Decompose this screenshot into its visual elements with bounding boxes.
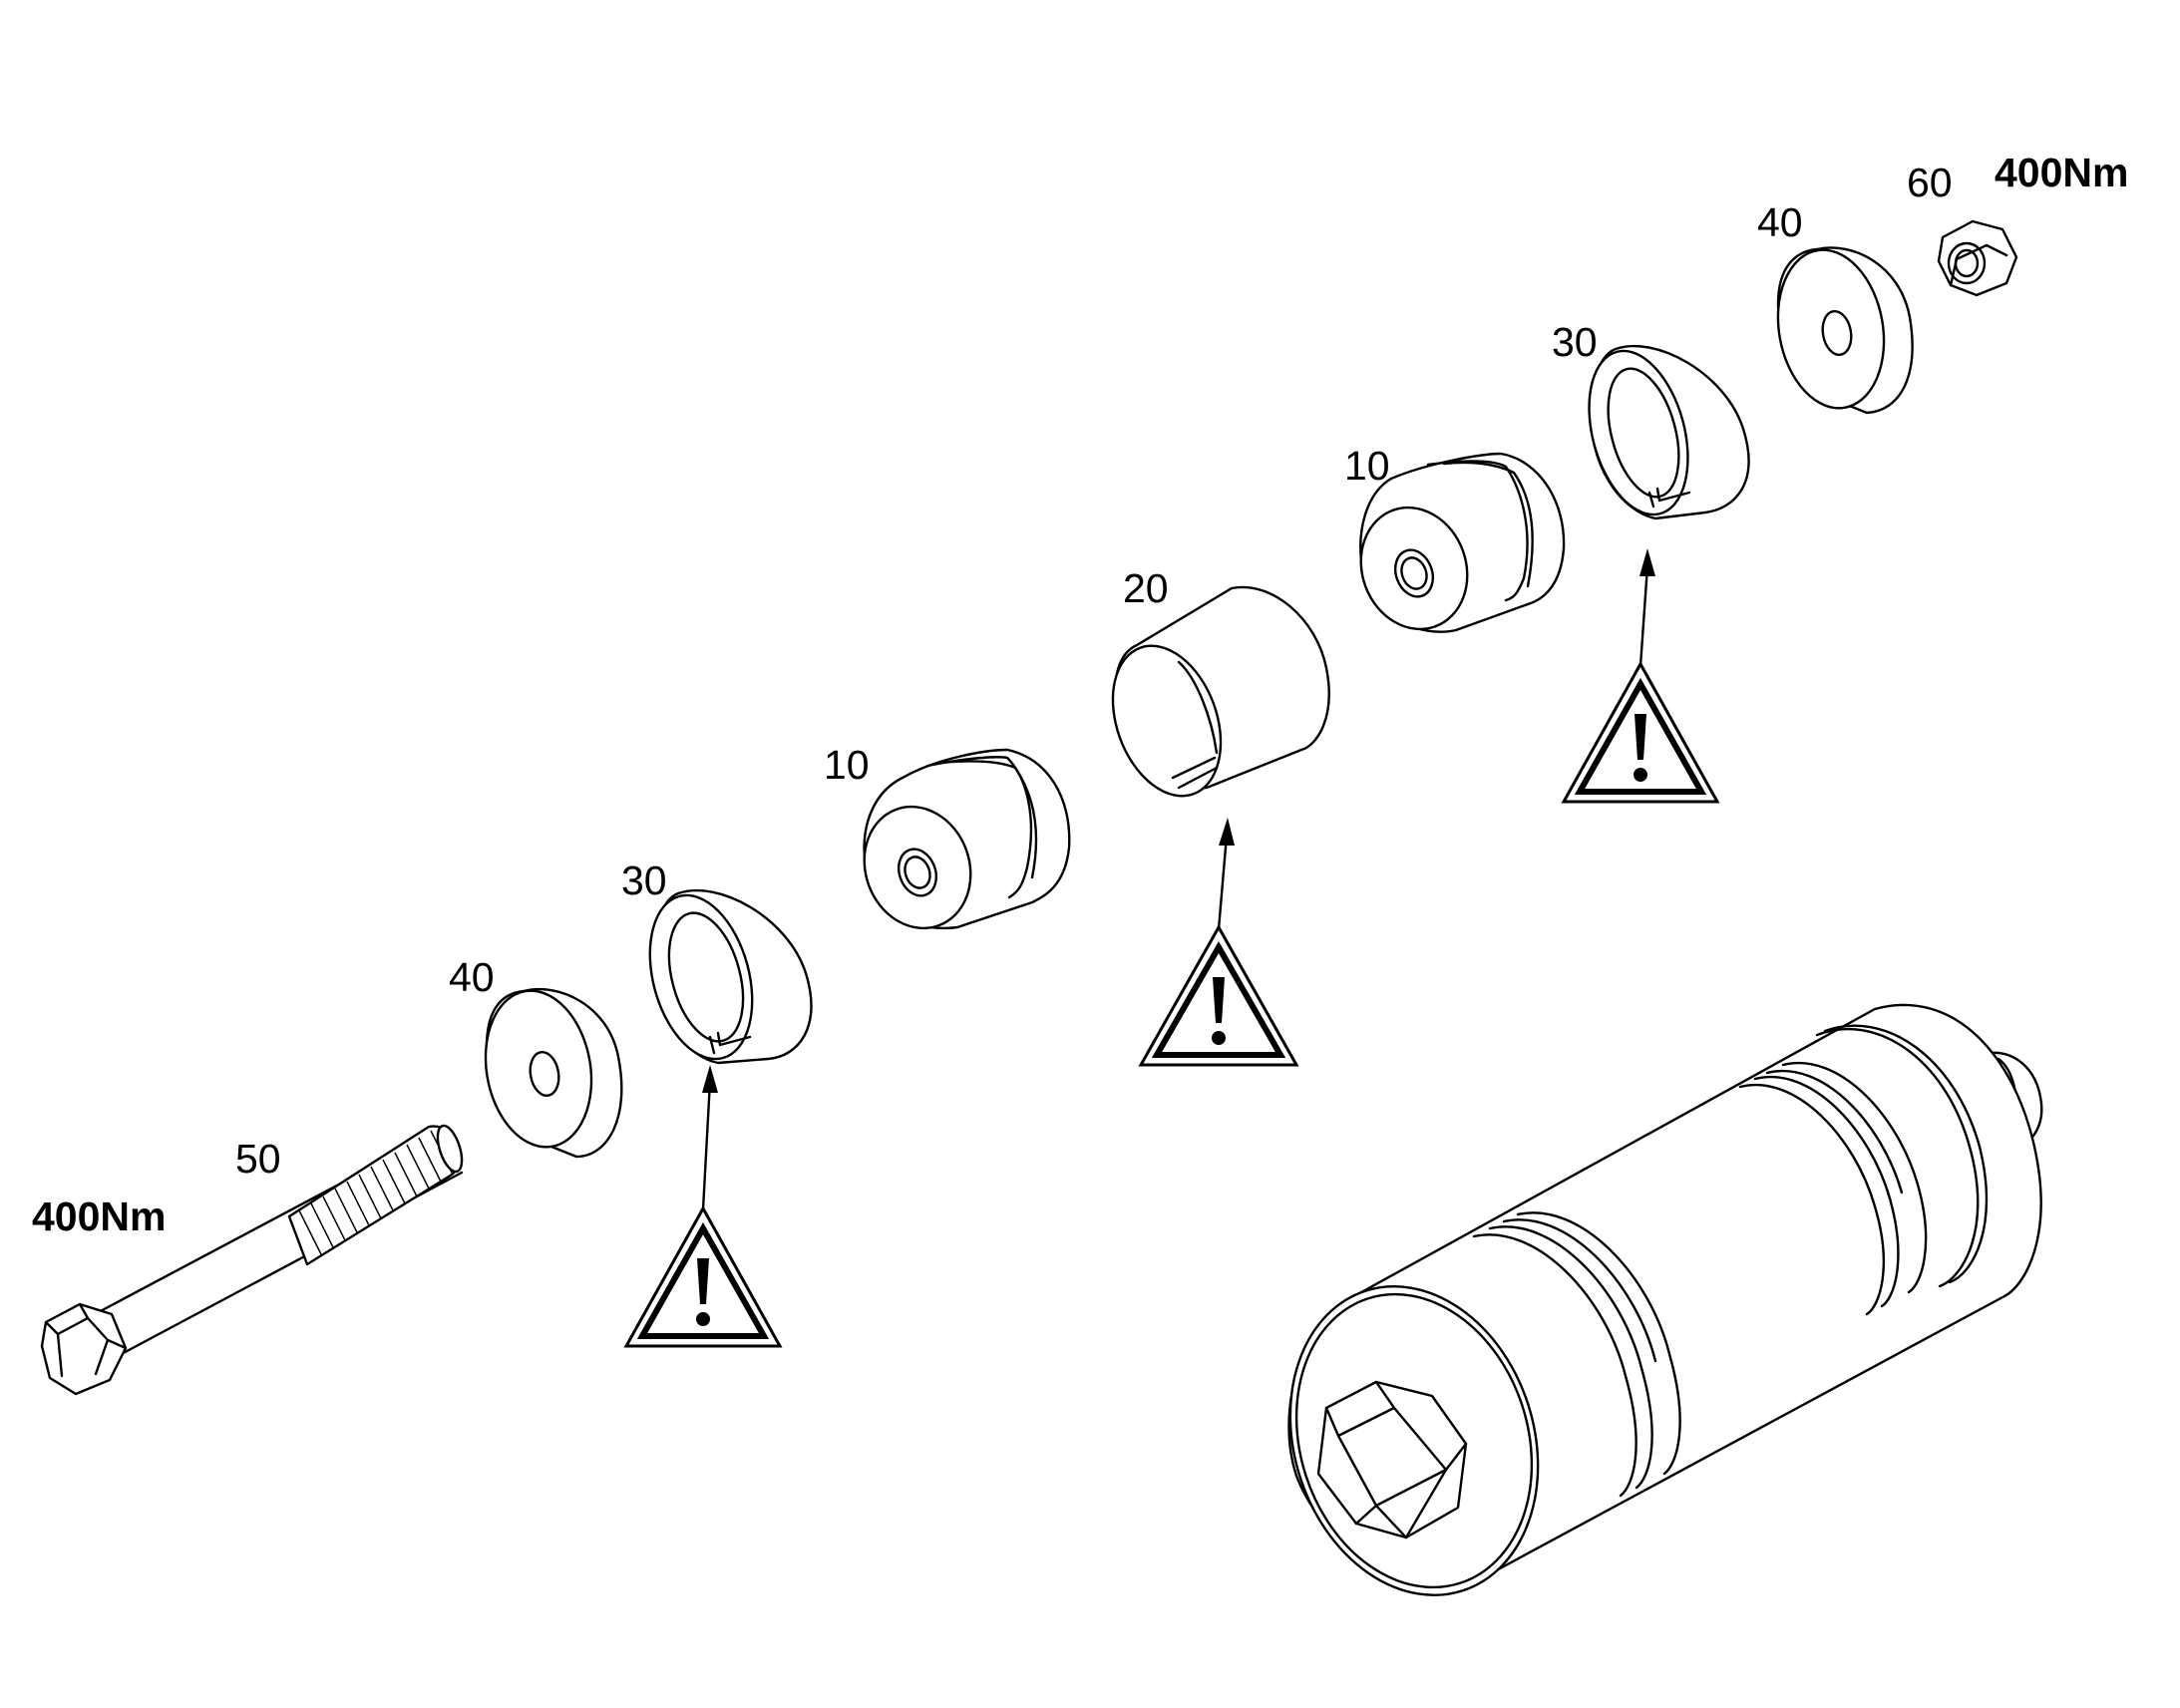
label-10-bush-left: 10 — [824, 742, 870, 788]
label-40-washer-left: 40 — [449, 954, 495, 1000]
label-60-nut: 60 — [1907, 160, 1953, 205]
bolt-torque-label: 400Nm — [32, 1194, 166, 1239]
washer-left-part — [484, 987, 623, 1159]
assembled-unit-part — [1287, 1003, 2043, 1596]
bush-left-part — [863, 748, 1071, 930]
label-30-ring-right: 30 — [1552, 319, 1598, 365]
split-ring-left-part — [648, 888, 813, 1065]
label-30-ring-left: 30 — [621, 857, 667, 903]
warning-right-icon — [1561, 548, 1720, 804]
label-10-bush-right: 10 — [1344, 443, 1390, 489]
washer-right-part — [1776, 246, 1914, 415]
warning-center-icon — [1138, 818, 1299, 1067]
label-20-sleeve: 20 — [1123, 565, 1169, 611]
label-40-washer-right: 40 — [1757, 199, 1803, 245]
warning-left-icon — [623, 1065, 783, 1348]
label-50-bolt: 50 — [235, 1136, 281, 1182]
split-ring-right-part — [1588, 344, 1750, 520]
nut-torque-label: 400Nm — [1995, 150, 2128, 195]
bolt-part — [40, 1124, 464, 1396]
bush-right-part — [1359, 452, 1566, 633]
sleeve-part — [1111, 585, 1330, 798]
nut-part — [1937, 219, 2018, 297]
